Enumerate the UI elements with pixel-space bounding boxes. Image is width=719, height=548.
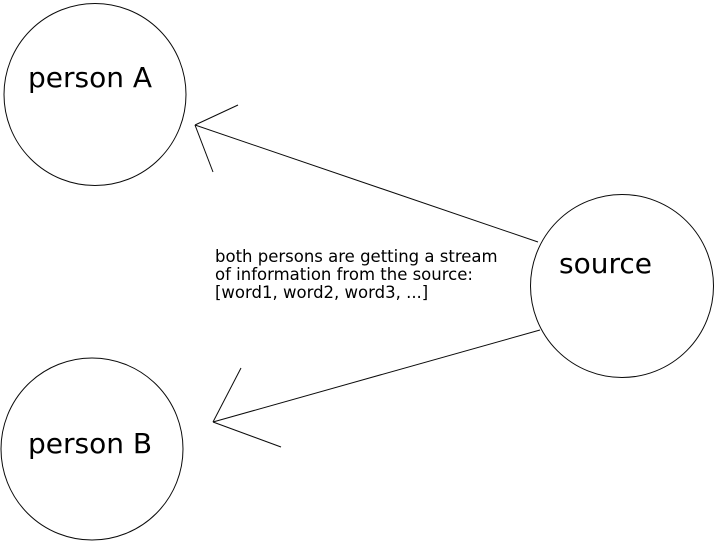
arrow-source-to-person-a-barb-lower [194,124,214,173]
arrow-source-to-person-a-barb-upper [194,104,239,126]
source-circle [530,194,714,378]
person-a-label: person A [28,61,153,94]
arrow-source-to-person-a-shaft [194,124,539,243]
arrow-source-to-person-b-barb-upper [212,367,242,423]
annotation-text: both persons are getting a stream of inf… [215,248,498,302]
source-label: source [559,247,652,280]
arrow-source-to-person-b-barb-lower [212,421,282,448]
annotation-line-2: of information from the source: [215,265,473,284]
annotation-line-1: both persons are getting a stream [215,247,498,266]
annotation-line-3: [word1, word2, word3, ...] [215,283,429,302]
arrow-source-to-person-b-shaft [212,329,541,423]
person-a-circle [3,3,187,186]
person-b-label: person B [28,427,153,460]
person-b-circle [0,357,184,541]
